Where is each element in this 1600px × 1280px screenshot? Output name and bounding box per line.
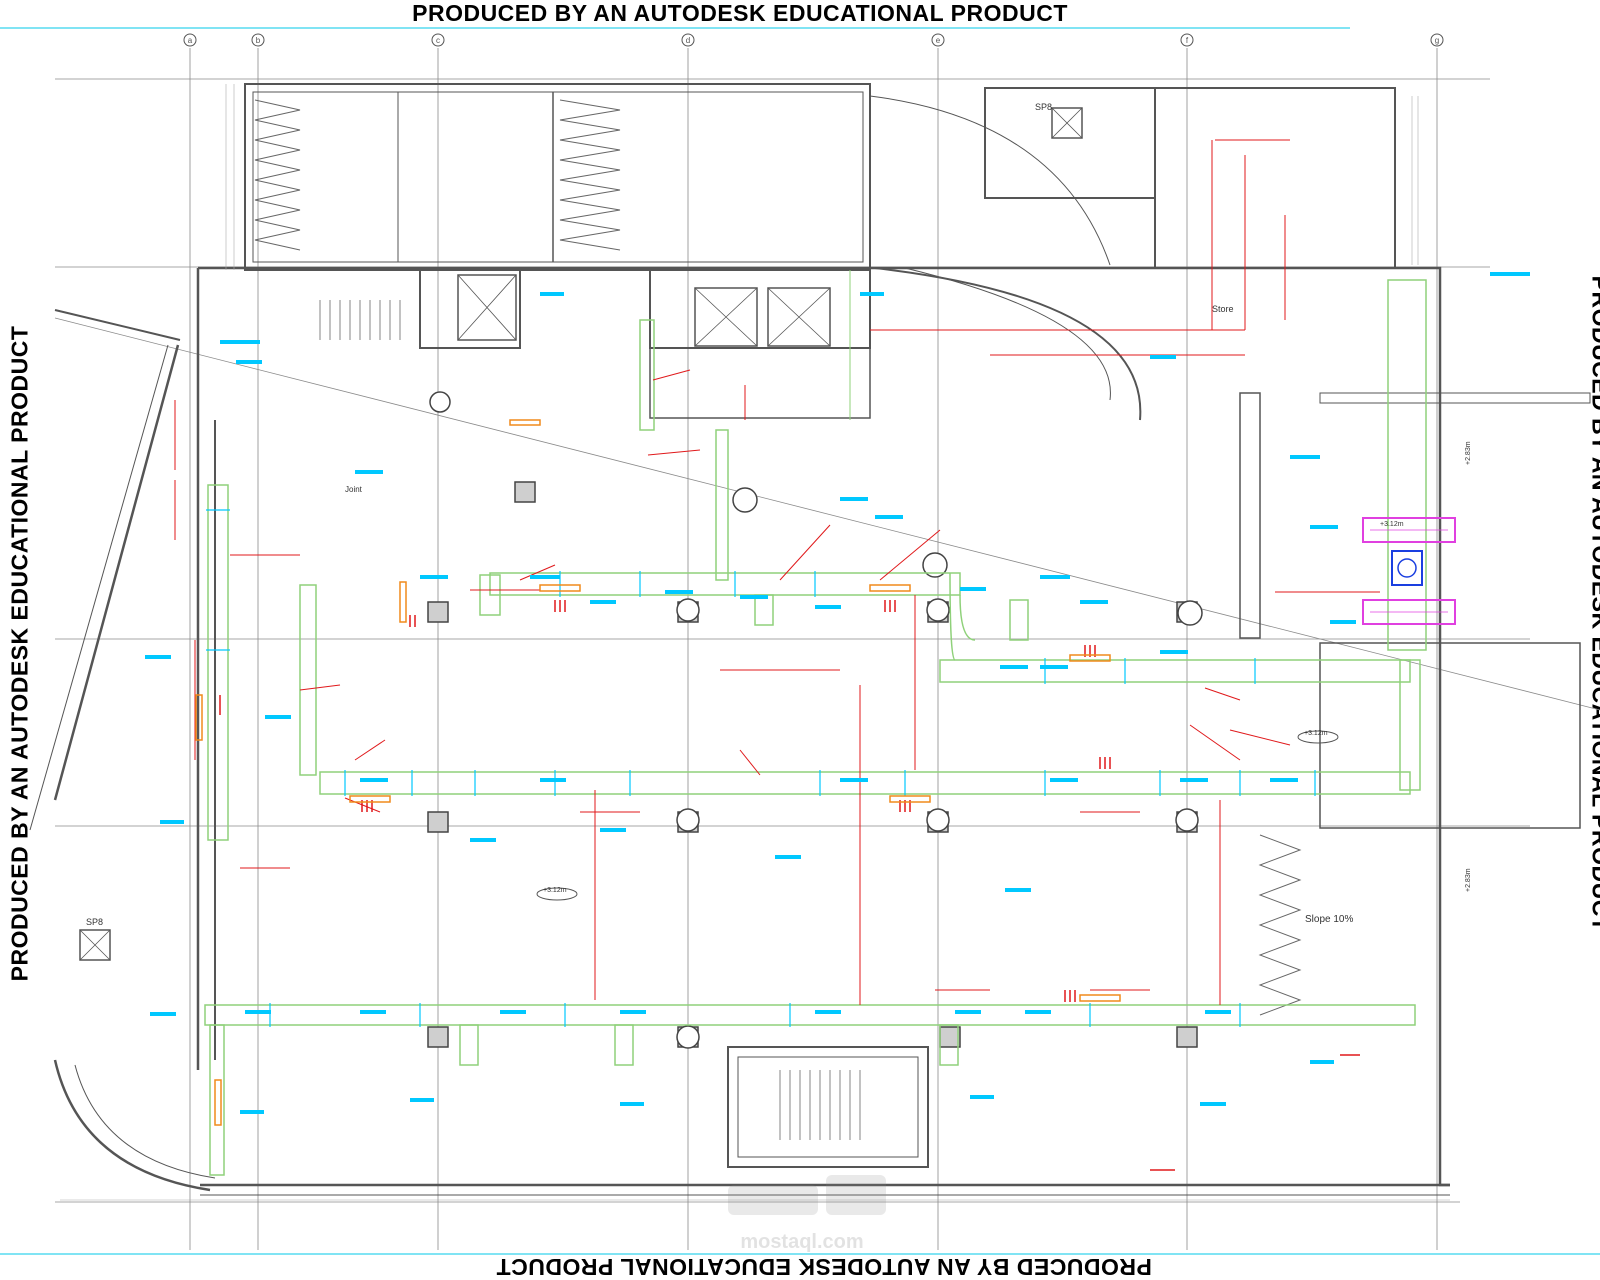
columns bbox=[427, 481, 1198, 1048]
ahu-fan bbox=[1391, 550, 1423, 586]
room-label-store: Store bbox=[1212, 304, 1234, 314]
walls bbox=[29, 83, 1591, 1196]
grid-label: a bbox=[188, 36, 193, 45]
ramp-pattern bbox=[1258, 834, 1302, 1016]
elevators bbox=[79, 107, 1083, 961]
dimension-lines bbox=[174, 139, 1380, 1005]
level-marks: +3.12m +3.12m +3.12m +2.83m +2.83m bbox=[536, 441, 1472, 901]
banner-top: PRODUCED BY AN AUTODESK EDUCATIONAL PROD… bbox=[412, 0, 1068, 26]
watermark-site: mostaql.com bbox=[740, 1231, 863, 1253]
grid-label: f bbox=[1186, 36, 1189, 45]
grid-bubble-b: b bbox=[251, 33, 265, 47]
round-columns bbox=[429, 391, 1203, 1049]
room-label-sp-top: SP8 bbox=[1035, 102, 1052, 112]
level-mark: +2.83m bbox=[1465, 441, 1472, 465]
room-label-slope: Slope 10% bbox=[1305, 914, 1353, 925]
room-label-sp-bottom: SP8 bbox=[86, 917, 103, 927]
grid-lines bbox=[54, 48, 1600, 1250]
grid-bubble-e: e bbox=[931, 33, 945, 47]
grid-label: g bbox=[1435, 36, 1439, 45]
grid-bubble-d: d bbox=[681, 33, 695, 47]
grid-label: b bbox=[256, 36, 261, 45]
ramp-pattern bbox=[559, 99, 621, 251]
grid-bubble-f: f bbox=[1180, 33, 1194, 47]
level-mark: +3.12m bbox=[543, 887, 567, 894]
grid-bubble-c: c bbox=[431, 33, 445, 47]
level-mark: +2.83m bbox=[1465, 868, 1472, 892]
registers bbox=[195, 419, 1121, 1126]
grid-label: c bbox=[436, 36, 440, 45]
callout-labels bbox=[145, 272, 1530, 1114]
grid-label: d bbox=[686, 36, 690, 45]
duct-runs bbox=[204, 270, 1427, 1176]
grid-bubbles: a b c d e f g bbox=[183, 33, 1444, 47]
grid-bubble-a: a bbox=[183, 33, 197, 47]
duct-joints bbox=[206, 509, 1316, 1027]
grid-bubble-g: g bbox=[1430, 33, 1444, 47]
ahu-coil-upper bbox=[1362, 517, 1456, 543]
ahu-coil-lower bbox=[1362, 599, 1456, 625]
level-mark: +3.12m bbox=[1380, 521, 1404, 528]
ahu-unit bbox=[1362, 517, 1456, 625]
level-mark: +3.12m bbox=[1304, 730, 1328, 737]
ramp-pattern bbox=[254, 99, 301, 251]
room-label-joint: Joint bbox=[345, 485, 363, 494]
wall-hatch bbox=[60, 84, 1450, 1201]
grid-label: e bbox=[936, 36, 941, 45]
watermark: mostaql.com bbox=[728, 1175, 886, 1253]
stairs bbox=[319, 300, 861, 1140]
